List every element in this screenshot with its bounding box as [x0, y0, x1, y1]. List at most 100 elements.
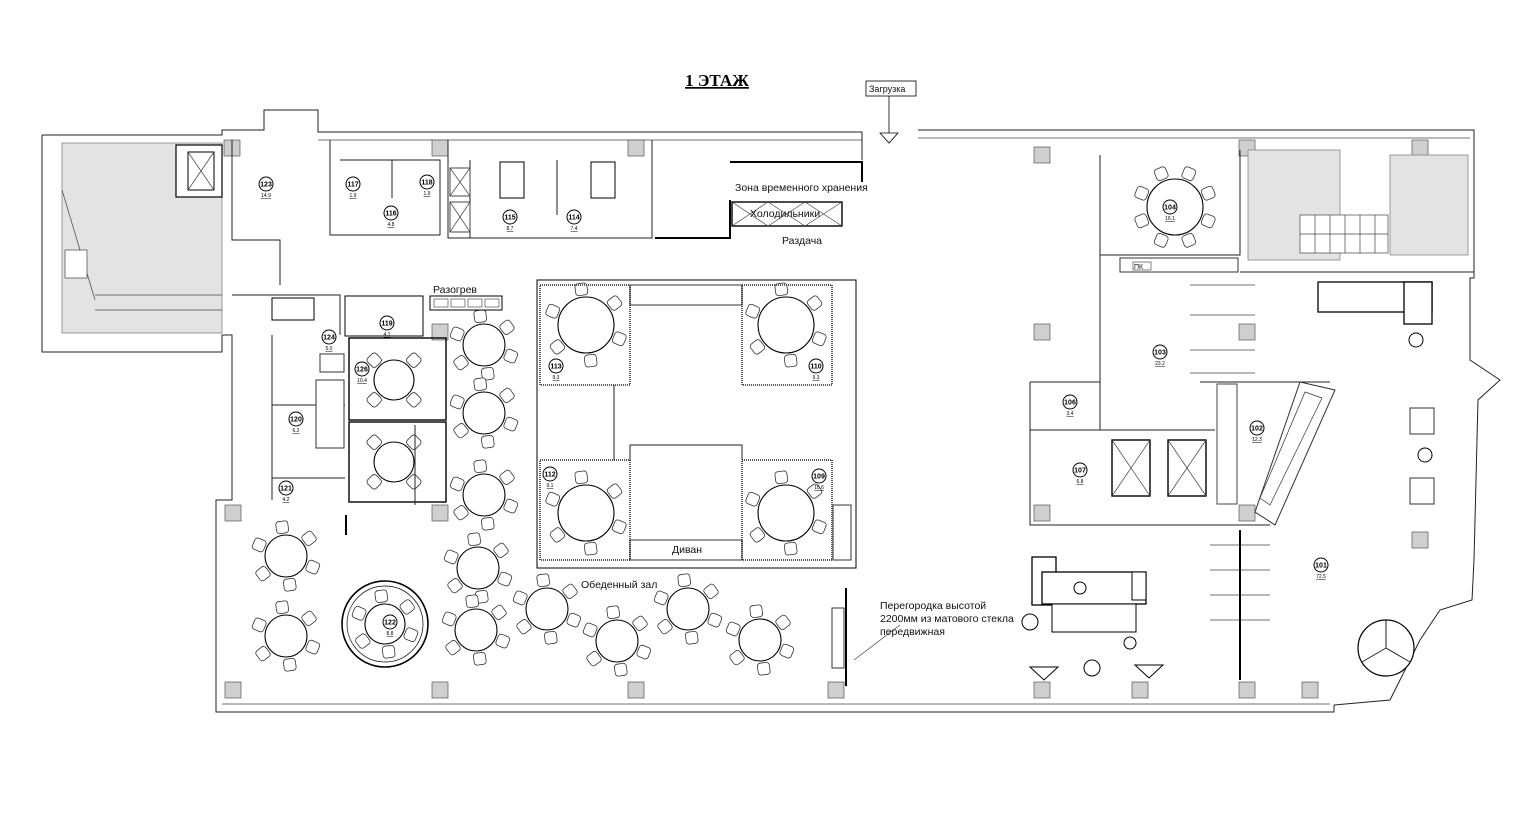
chair	[779, 643, 795, 659]
room-area: 6.8	[1077, 479, 1084, 485]
room-number: 123	[260, 182, 272, 189]
chair	[774, 470, 789, 485]
chair	[453, 423, 469, 439]
dining-table	[745, 282, 827, 368]
table-top	[595, 619, 639, 663]
dining-table	[366, 434, 422, 490]
room-number: 101	[1315, 563, 1327, 570]
loading-marker: Загрузка	[865, 80, 917, 144]
column	[431, 323, 449, 341]
chair	[614, 662, 628, 677]
arrow-down-icon	[879, 132, 899, 144]
chair	[441, 611, 457, 627]
chair	[499, 387, 515, 403]
dining-table	[653, 573, 723, 645]
dining-table	[582, 605, 652, 677]
dining-table	[1134, 166, 1216, 248]
column	[1033, 323, 1051, 341]
chair	[453, 355, 469, 371]
room-area: 5.0	[326, 346, 333, 352]
room-area: 4.8	[388, 222, 395, 228]
chair	[1134, 185, 1150, 201]
room-number: 103	[1154, 350, 1166, 357]
lounge-furniture	[1021, 281, 1435, 681]
chair	[465, 594, 479, 609]
chair	[1200, 213, 1216, 229]
chair	[366, 352, 382, 368]
chair	[473, 309, 487, 324]
column	[827, 681, 845, 699]
room-number: 119	[381, 321, 392, 328]
chair	[443, 549, 459, 565]
room-area: 7.4	[571, 226, 578, 232]
table-top	[373, 359, 415, 401]
chair	[499, 319, 515, 335]
chair	[473, 377, 487, 392]
room-number: 106	[1064, 400, 1076, 407]
chair	[685, 630, 699, 645]
dining-table	[512, 573, 582, 645]
chair	[549, 527, 566, 543]
chair	[653, 590, 669, 606]
chair	[351, 605, 367, 621]
dining-hall-label: Обеденный зал	[581, 579, 657, 591]
chair	[749, 604, 763, 619]
loading-label: Загрузка	[869, 84, 905, 94]
room-number: 124	[323, 335, 335, 342]
pc-label: ПК	[1134, 264, 1144, 271]
room-marker-119: 119 4.1	[379, 315, 395, 338]
room-area: 4.2	[283, 497, 290, 503]
chair	[611, 331, 627, 347]
chair	[549, 339, 566, 355]
chair	[574, 470, 589, 485]
chair	[503, 498, 519, 514]
chair	[1134, 213, 1150, 229]
chair	[447, 578, 463, 594]
room-area: 4.1	[384, 332, 391, 338]
chair	[251, 537, 267, 553]
chair	[811, 519, 827, 535]
dining-table	[449, 459, 519, 531]
table-top	[738, 618, 782, 662]
chair	[406, 352, 422, 368]
room-number: 116	[385, 211, 396, 218]
dining-table	[545, 470, 627, 556]
chair	[453, 505, 469, 521]
dining-table	[251, 600, 321, 672]
chair	[562, 583, 578, 599]
column	[627, 681, 645, 699]
chair	[707, 612, 723, 628]
fridges-block	[731, 201, 843, 227]
table-top	[525, 587, 569, 631]
temp-storage-label: Зона временного хранения	[735, 182, 868, 194]
column	[1033, 504, 1051, 522]
chair	[305, 639, 321, 655]
chair	[366, 434, 382, 450]
partition-note-line3: передвижная	[880, 626, 945, 638]
room-area: 23.2	[1155, 361, 1165, 367]
room-number: 114	[568, 215, 579, 222]
room-markers: 12314.91171.91181.91164.81158.71147.4124…	[258, 174, 1329, 637]
central-block	[536, 279, 857, 569]
chair	[493, 542, 509, 558]
chair	[355, 633, 371, 649]
table-top	[462, 473, 506, 517]
chair	[657, 619, 673, 635]
chair	[406, 474, 422, 490]
chair	[729, 650, 745, 666]
chair	[255, 646, 271, 662]
interior-walls-right	[1029, 150, 1474, 680]
room-number: 118	[421, 180, 432, 187]
chair	[1200, 185, 1216, 201]
dining-table	[366, 352, 422, 408]
outer-walls	[41, 109, 1501, 713]
chair	[583, 353, 598, 368]
room-number: 126	[356, 367, 368, 374]
chair	[1181, 166, 1197, 182]
chair	[445, 640, 461, 656]
